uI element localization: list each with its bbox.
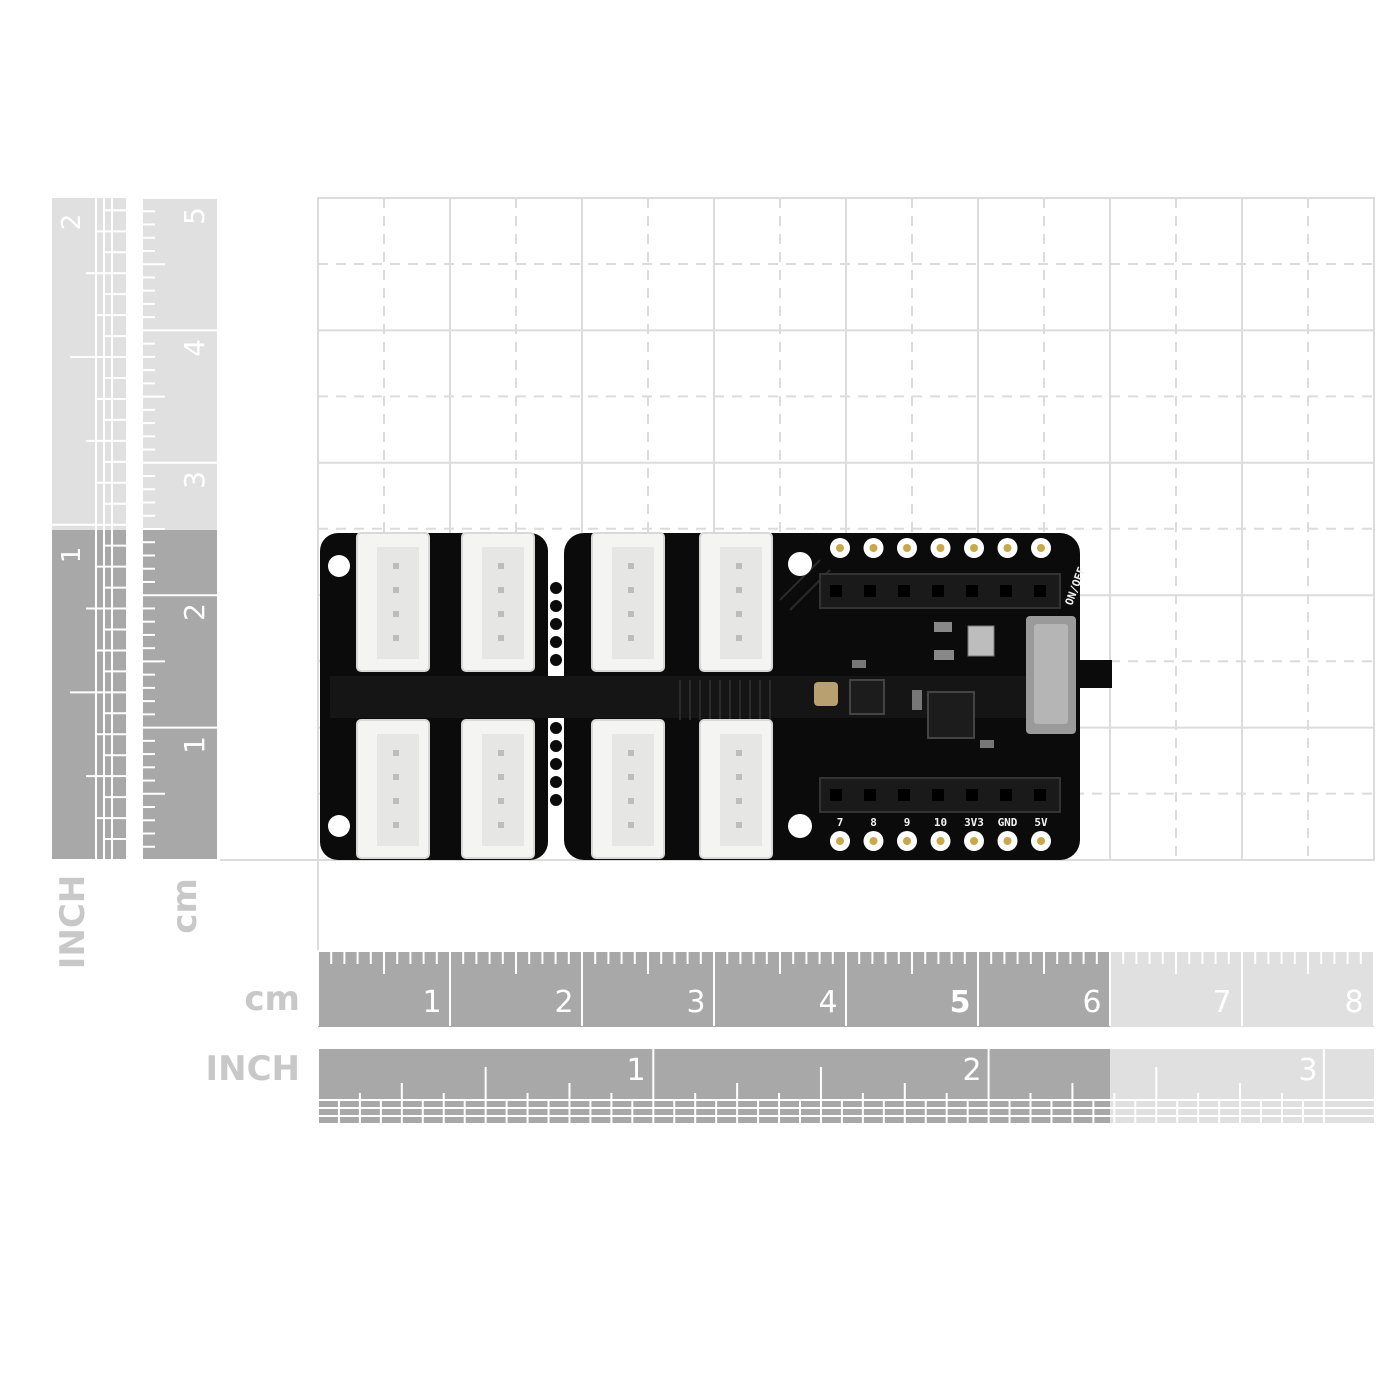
horizontal-cm-label-3: 3 xyxy=(686,985,705,1020)
horizontal-inch-label-2: 2 xyxy=(962,1053,981,1088)
vertical-inch-label-2: 2 xyxy=(57,214,87,231)
horizontal-cm-label-4: 4 xyxy=(818,985,837,1020)
horizontal-cm-unit: cm xyxy=(244,979,300,1019)
horizontal-cm-label-8: 8 xyxy=(1344,985,1363,1020)
vertical-inch-label-1: 1 xyxy=(57,547,87,564)
smd-component xyxy=(912,690,922,710)
grove-connector[interactable] xyxy=(591,719,665,859)
crystal xyxy=(814,682,838,706)
mounting-hole xyxy=(328,815,350,837)
vertical-inch-unit: INCH xyxy=(53,875,93,970)
mounting-hole xyxy=(788,814,812,838)
vertical-cm-label-4: 4 xyxy=(178,339,211,357)
grove-connector[interactable] xyxy=(591,532,665,672)
pcb-traces xyxy=(679,559,831,720)
grove-connector[interactable] xyxy=(356,719,430,859)
vertical-cm-label-5: 5 xyxy=(178,207,211,225)
vertical-cm-label-1: 1 xyxy=(178,736,211,754)
breakaway-perforation xyxy=(548,580,564,808)
grove-connector[interactable] xyxy=(699,532,773,672)
grove-connector[interactable] xyxy=(461,719,535,859)
vertical-cm-unit: cm xyxy=(165,878,205,934)
regulator-chip xyxy=(849,679,885,715)
header-pin-label: 3V3 xyxy=(964,816,984,829)
smd-component xyxy=(852,660,866,668)
grove-connector[interactable] xyxy=(699,719,773,859)
vertical-cm-label-2: 2 xyxy=(178,603,211,621)
vertical-cm-ruler: 1 2 3 4 5 xyxy=(143,197,217,861)
mounting-hole xyxy=(328,555,350,577)
header-pin-label: 10 xyxy=(934,816,947,829)
vertical-inch-ruler: 1 2 xyxy=(52,198,126,861)
horizontal-cm-label-5: 5 xyxy=(950,985,971,1020)
grove-connector[interactable] xyxy=(356,532,430,672)
horizontal-inch-label-3: 3 xyxy=(1298,1053,1317,1088)
header-pin-label: 7 xyxy=(837,816,844,829)
horizontal-cm-ruler: 1 2 3 4 5 6 7 8 xyxy=(317,952,1375,1027)
vertical-cm-label-3: 3 xyxy=(178,471,211,489)
smd-component xyxy=(980,740,994,748)
header-pin-label: 5V xyxy=(1034,816,1048,829)
mounting-hole xyxy=(788,552,812,576)
horizontal-cm-label-1: 1 xyxy=(422,985,441,1020)
horizontal-cm-label-7: 7 xyxy=(1212,985,1231,1020)
header-pin-label: GND xyxy=(998,816,1018,829)
header-pin-label: 9 xyxy=(904,816,911,829)
grove-connector[interactable] xyxy=(461,532,535,672)
horizontal-inch-unit: INCH xyxy=(205,1049,300,1089)
horizontal-inch-ruler: 1 2 3 xyxy=(317,1049,1374,1123)
smd-component xyxy=(934,622,952,632)
smd-component xyxy=(934,650,954,660)
power-switch[interactable] xyxy=(1026,616,1112,734)
microcontroller-chip xyxy=(927,691,975,739)
capacitor xyxy=(967,625,995,657)
horizontal-cm-label-2: 2 xyxy=(554,985,573,1020)
horizontal-inch-label-1: 1 xyxy=(626,1053,645,1088)
header-pin-label: 8 xyxy=(870,816,877,829)
horizontal-cm-label-6: 6 xyxy=(1082,985,1101,1020)
